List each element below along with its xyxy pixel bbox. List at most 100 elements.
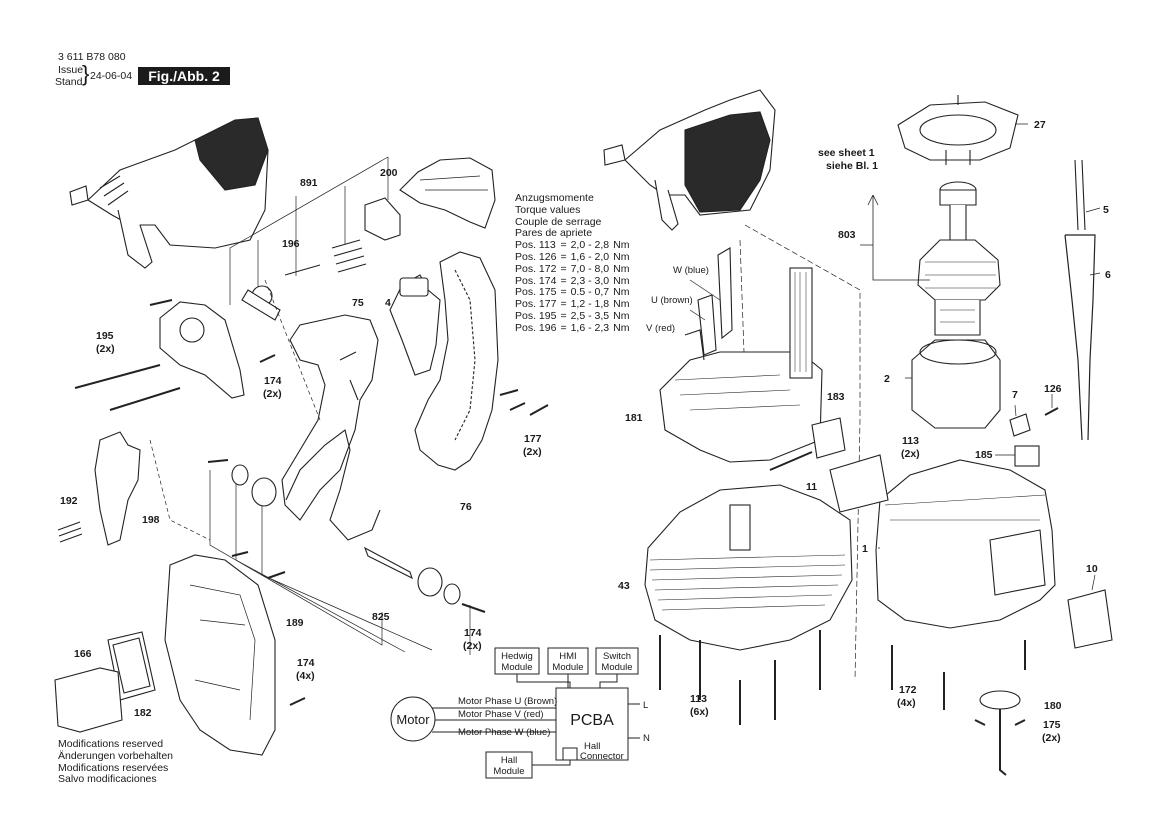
schematic-labels: Hedwig Module HMI Module Switch Module P… [396,651,650,777]
torque-eq: = [560,274,567,287]
part-7 [1009,413,1031,437]
torque-pos: Pos. 177 [515,298,557,311]
modifications-line: Modifications reserved [58,738,164,750]
callout: 192 [60,495,78,507]
switch-label-2: Module [601,662,632,673]
torque-value: 1,6 - 2,0 [570,250,610,263]
callout: 6 [1105,269,1111,281]
part-185 [1014,445,1040,467]
torque-title-de: Anzugsmomente [515,192,594,204]
torque-eq: = [560,321,567,334]
wire-label: W (blue) [673,265,709,276]
part-189-housing [164,554,276,756]
see-sheet-line: siehe Bl. 1 [826,160,878,172]
torque-unit: Nm [613,239,630,252]
torque-unit: Nm [613,262,630,275]
callout: 183 [827,391,845,403]
document-number: 3 611 B78 080 [58,51,126,63]
hall-module-label-1: Hall [501,755,517,766]
hall-module-label-2: Module [493,766,524,777]
screw-174 [461,603,486,613]
figure-label: Fig./Abb. 2 [138,67,230,85]
phase-u-label: Motor Phase U (Brown) [458,696,557,707]
motor-label: Motor [396,712,430,727]
explosion-leaders-left [209,156,471,655]
callout: 174 [297,657,315,669]
torque-value: 2,3 - 3,0 [570,274,610,287]
torque-pos: Pos. 175 [515,286,557,299]
hall-connector-box [562,747,578,761]
line-n-label: N [643,733,650,744]
callout: 891 [300,177,318,189]
torque-pos: Pos. 195 [515,309,557,322]
torque-eq: = [560,262,567,275]
wire-label: U (brown) [651,295,693,306]
callout: 113 [902,435,919,447]
connector-strip [789,267,813,379]
see-sheet-line: see sheet 1 [818,147,875,159]
callout: (4x) [296,670,315,682]
screw-175 [974,719,1026,726]
wire-label: V (red) [646,323,675,334]
part-5-cable [1074,159,1086,231]
switch-label-1: Switch [603,651,631,662]
torque-pos: Pos. 113 [515,239,556,252]
screw-195 [109,387,181,411]
modifications-line: Modifications reservées [58,761,169,774]
callout: 174 [264,375,282,387]
pcba-label: PCBA [570,712,614,729]
part-10-label [1067,589,1113,649]
callout: 181 [625,412,643,424]
screw-177 [499,389,549,416]
callout: (6x) [690,706,709,718]
callout: 825 [372,611,390,623]
callout: (4x) [897,697,916,709]
torque-unit: Nm [613,321,630,334]
torque-pos: Pos. 172 [515,262,557,275]
phase-v-label: Motor Phase V (red) [458,709,544,720]
callout: 43 [618,580,630,592]
brace: } [82,61,90,86]
callout: 172 [899,684,917,696]
modifications-note: Modifications reserved Änderungen vorbeh… [58,738,174,786]
wiring-schematic [390,647,640,779]
callout: 113 [690,693,707,705]
callout: 175 [1043,719,1061,731]
callout: 198 [142,514,160,526]
part-182-module [54,667,123,733]
callout: 5 [1103,204,1109,216]
callout: 2 [884,373,890,385]
torque-eq: = [560,239,567,252]
part-spring [331,239,367,273]
torque-title-fr: Couple de serrage [515,215,602,228]
screw-195 [74,364,161,389]
callout: 182 [134,707,152,719]
part-192-spring [57,521,83,543]
torque-value: 2,0 - 2,8 [570,239,610,252]
callout: 1 [862,543,868,555]
switch-module-box [595,647,639,675]
hammer-drill-illustration-right [603,89,776,231]
screw-113 [659,630,821,725]
torque-unit: Nm [613,298,630,311]
hmi-label-2: Module [552,662,583,673]
torque-title-en: Torque values [515,203,581,216]
callout: 185 [975,449,993,461]
callout: 803 [838,229,856,241]
modifications-line: Änderungen vorbehalten [58,749,174,762]
part-callouts: 891 200 196 75 4 195 (2x) 174 (2x) 177 (… [60,119,1111,744]
part-2-stator [911,339,1001,429]
screw-172 [891,640,1026,710]
torque-value: 0.5 - 0,7 [570,286,610,299]
torque-values: Anzugsmomente Torque values Couple de se… [515,192,633,335]
torque-eq: = [560,250,567,263]
callout: 76 [460,501,472,513]
torque-unit: Nm [613,309,630,322]
stand-label: Stand [55,76,83,88]
torque-unit: Nm [613,274,630,287]
